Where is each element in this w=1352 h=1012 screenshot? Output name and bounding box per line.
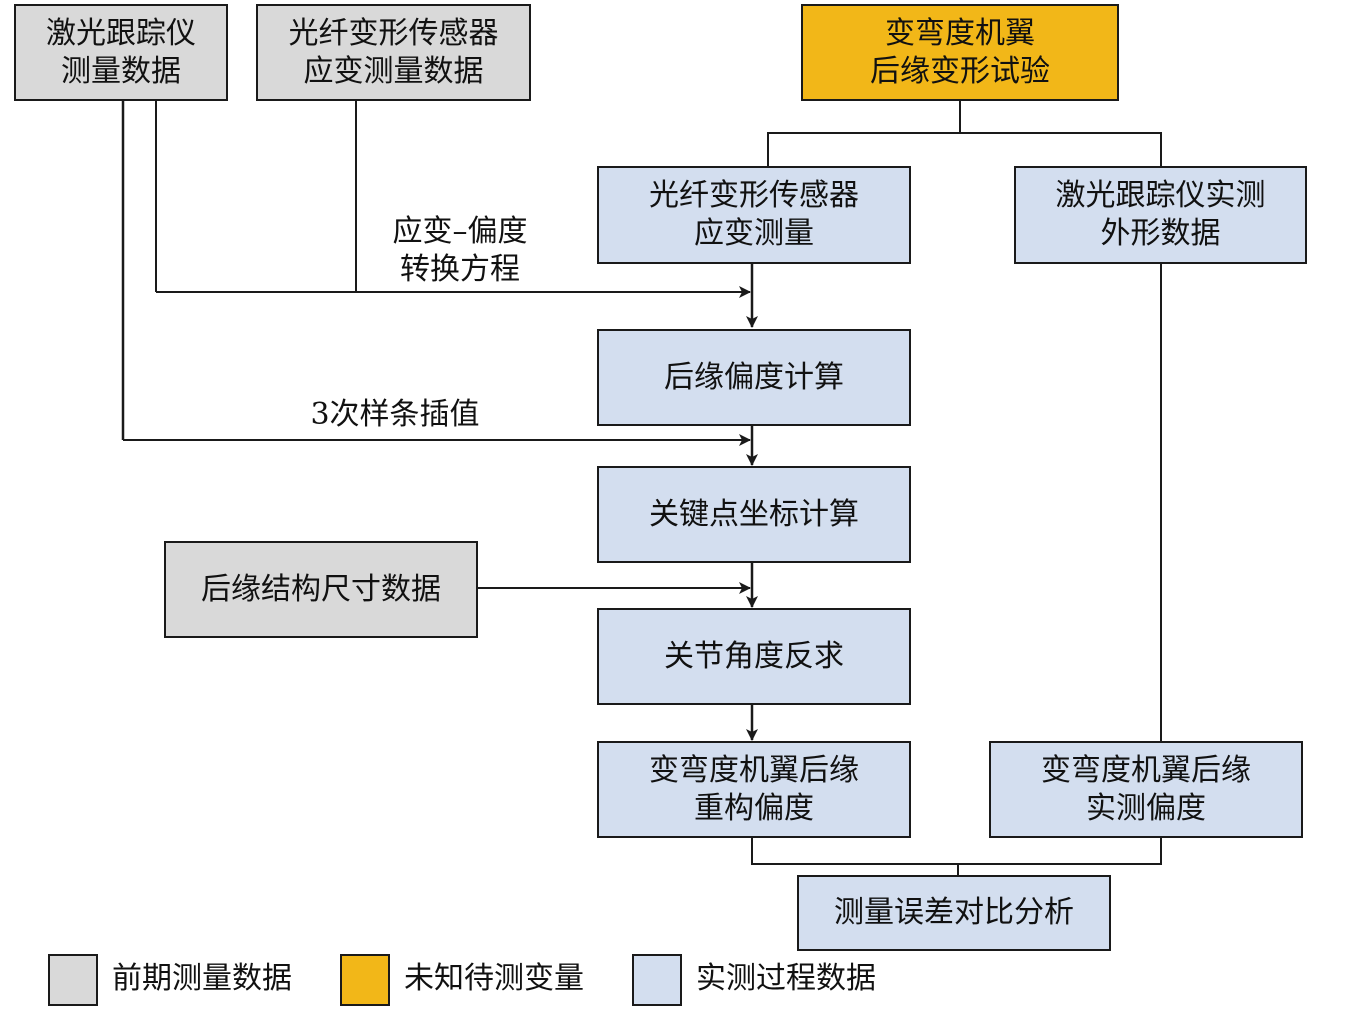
node-text: 测量误差对比分析 bbox=[834, 895, 1074, 930]
node-text: 光纤变形传感器 bbox=[649, 178, 859, 213]
edge-label-cubic-spline: 3次样条插值 bbox=[290, 396, 500, 434]
node-error-analysis: 测量误差对比分析 bbox=[797, 875, 1111, 951]
node-laser-tracker-data: 激光跟踪仪 测量数据 bbox=[14, 4, 228, 101]
node-text: 应变测量数据 bbox=[303, 53, 484, 89]
edge-label-text: 应变–偏度 bbox=[392, 214, 528, 249]
node-deflection-calc: 后缘偏度计算 bbox=[597, 329, 911, 426]
legend-swatch-pre-measured bbox=[48, 954, 98, 1006]
legend-swatch-process bbox=[632, 954, 682, 1006]
node-keypoint-calc: 关键点坐标计算 bbox=[597, 466, 911, 563]
node-text: 外形数据 bbox=[1100, 216, 1221, 251]
node-text: 变弯度机翼 bbox=[885, 15, 1035, 51]
node-text: 激光跟踪仪 bbox=[46, 15, 196, 51]
node-text: 应变测量 bbox=[694, 216, 814, 251]
node-text: 关键点坐标计算 bbox=[649, 496, 859, 532]
node-text: 测量数据 bbox=[61, 53, 181, 89]
node-structure-size-data: 后缘结构尺寸数据 bbox=[164, 541, 478, 638]
node-joint-angle-inverse: 关节角度反求 bbox=[597, 608, 911, 705]
edge-label-strain-deflection: 应变–偏度 转换方程 bbox=[380, 213, 540, 289]
node-text: 后缘偏度计算 bbox=[664, 359, 844, 395]
node-text: 后缘变形试验 bbox=[870, 53, 1050, 89]
node-text: 关节角度反求 bbox=[664, 638, 844, 674]
node-text: 重构偏度 bbox=[694, 790, 814, 826]
node-trailing-edge-test: 变弯度机翼 后缘变形试验 bbox=[801, 4, 1119, 101]
node-text: 变弯度机翼后缘 bbox=[1041, 752, 1251, 788]
legend-label-unknown: 未知待测变量 bbox=[404, 961, 584, 996]
legend-swatch-unknown bbox=[340, 954, 390, 1006]
edge-label-text: 转换方程 bbox=[400, 252, 520, 287]
node-text: 后缘结构尺寸数据 bbox=[201, 571, 441, 607]
node-fiber-strain-measure: 光纤变形传感器 应变测量 bbox=[597, 166, 911, 264]
node-text: 变弯度机翼后缘 bbox=[649, 752, 859, 788]
node-fiber-strain-data: 光纤变形传感器 应变测量数据 bbox=[256, 4, 531, 101]
node-measured-deflection: 变弯度机翼后缘 实测偏度 bbox=[989, 741, 1303, 838]
node-reconstructed-deflection: 变弯度机翼后缘 重构偏度 bbox=[597, 741, 911, 838]
node-laser-shape-data: 激光跟踪仪实测 外形数据 bbox=[1014, 166, 1307, 264]
edge-test-to-fiber bbox=[767, 132, 1162, 167]
edge-label-text: 3次样条插值 bbox=[310, 397, 480, 432]
legend-label-pre-measured: 前期测量数据 bbox=[112, 961, 292, 996]
node-text: 激光跟踪仪实测 bbox=[1055, 178, 1266, 213]
legend-label-process: 实测过程数据 bbox=[696, 961, 876, 996]
node-text: 光纤变形传感器 bbox=[288, 15, 499, 51]
edge-merge-to-error bbox=[751, 837, 1162, 865]
node-text: 实测偏度 bbox=[1086, 790, 1206, 826]
